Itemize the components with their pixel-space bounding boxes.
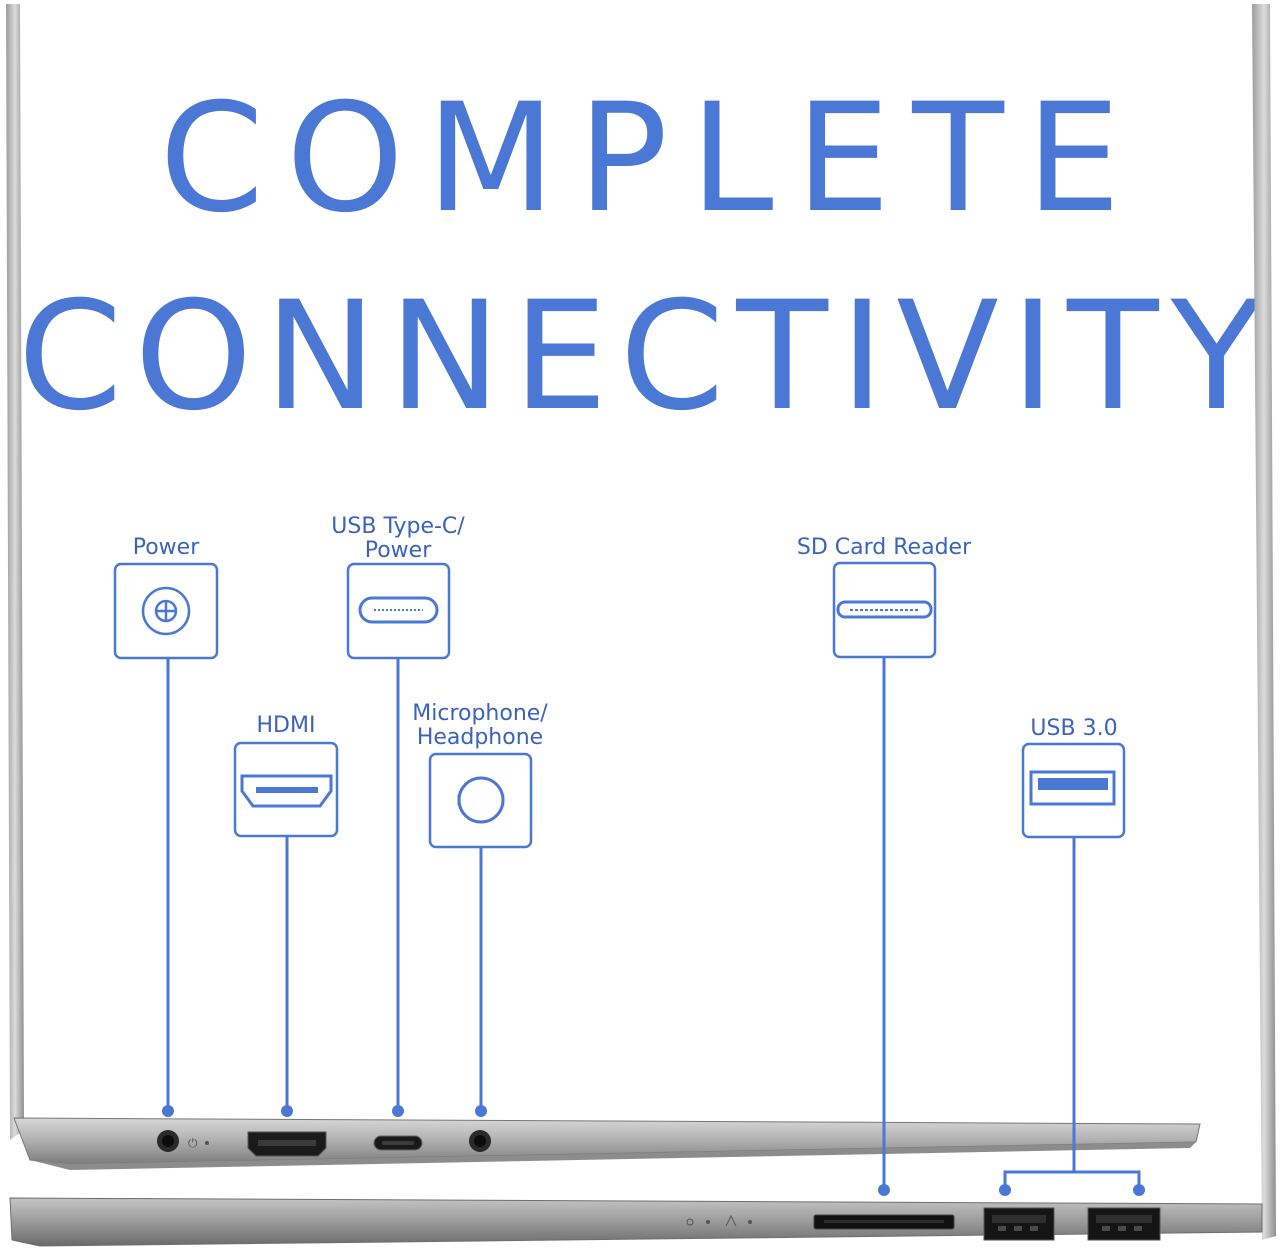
usb-c-port-label: USB Type-C/ Power	[331, 514, 465, 563]
power-port-label: Power	[132, 535, 200, 560]
laptop-right-side-panel	[9, 1197, 1263, 1247]
audio-jack-physical	[469, 1130, 491, 1152]
svg-text:⏻: ⏻	[188, 1136, 198, 1150]
hdmi-port-icon	[233, 741, 339, 838]
power-jack-physical: ⏻	[157, 1130, 209, 1152]
sd-card-slot-icon	[832, 561, 937, 659]
usb-a-port-physical-2	[1087, 1207, 1161, 1241]
audio-jack-icon	[428, 752, 533, 849]
leader-dots	[162, 1105, 1145, 1196]
usb-a-port-icon	[1021, 742, 1126, 839]
hdmi-port-physical	[247, 1131, 327, 1157]
power-jack-icon	[113, 562, 219, 660]
laptop-left-side-panel: ⏻	[13, 1117, 1201, 1170]
headline-line-1: COMPLETE	[159, 72, 1143, 246]
headline-line-2: CONNECTIVITY	[17, 270, 1275, 444]
hdmi-port-label: HDMI	[256, 713, 316, 738]
audio-port-label: Microphone/ Headphone	[412, 701, 548, 750]
usb-c-port-physical	[373, 1135, 423, 1151]
usb3-port-label: USB 3.0	[1030, 716, 1118, 741]
usb-c-port-icon	[346, 562, 451, 660]
sd-card-slot-physical	[813, 1214, 955, 1230]
usb-a-port-physical-1	[983, 1207, 1055, 1241]
sd-card-port-label: SD Card Reader	[796, 535, 972, 560]
